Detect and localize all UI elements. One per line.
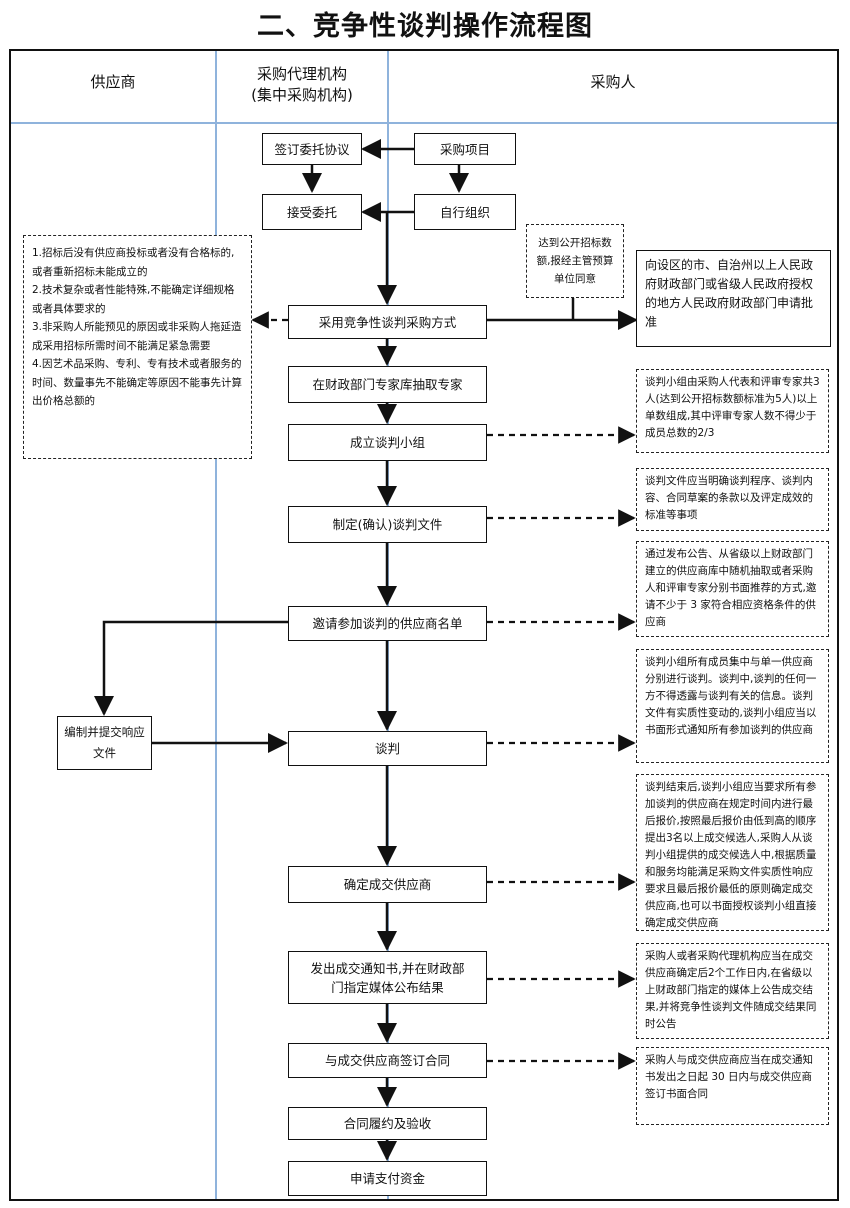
box-apply-payment: 申请支付资金 [288,1161,487,1196]
box-sign-contract: 与成交供应商签订合同 [288,1043,487,1078]
note-conditions: 1.招标后没有供应商投标或者没有合格标的,或者重新招标未能成立的 2.技术复杂或… [23,235,252,459]
note-negotiation-rule: 谈判小组所有成员集中与单一供应商分别进行谈判。谈判中,谈判的任何一方不得透露与谈… [636,649,829,763]
box-extract-experts: 在财政部门专家库抽取专家 [288,366,487,403]
note-doc-content: 谈判文件应当明确谈判程序、谈判内容、合同草案的条款以及评定成效的标准等事项 [636,468,829,531]
box-negotiate: 谈判 [288,731,487,766]
box-adopt-method: 采用竞争性谈判采购方式 [288,305,487,339]
box-self-organize: 自行组织 [414,194,516,230]
lane-header-agency-line1: 采购代理机构 [256,65,347,83]
lane-header-agency-line2: (集中采购机构) [251,86,353,104]
lane-header-supplier: 供应商 [90,73,136,91]
note-contract-deadline: 采购人与成交供应商应当在成交通知书发出之日起 30 日内与成交供应商签订书面合同 [636,1047,829,1125]
box-sign-agreement: 签订委托协议 [262,133,362,165]
note-approval: 向设区的市、自治州以上人民政府财政部门或省级人民政府授权的地方人民政府财政部门申… [636,250,831,347]
lane-divider-1 [215,51,217,1199]
diagram-frame [9,49,839,1201]
note-team-composition: 谈判小组由采购人代表和评审专家共3人(达到公开招标数额标准为5人)以上单数组成,… [636,369,829,453]
box-invite-list: 邀请参加谈判的供应商名单 [288,606,487,641]
note-supplier-selection: 通过发布公告、从省级以上财政部门建立的供应商库中随机抽取或者采购人和评审专家分别… [636,541,829,637]
box-perform-contract: 合同履约及验收 [288,1107,487,1140]
box-prepare-response: 编制并提交响应文件 [57,716,152,770]
page-title: 二、竞争性谈判操作流程图 [257,11,593,42]
header-divider [11,122,837,124]
box-confirm-supplier: 确定成交供应商 [288,866,487,903]
box-issue-notice-line1: 发出成交通知书,并在财政部 [310,960,465,976]
box-form-team: 成立谈判小组 [288,424,487,461]
note-threshold: 达到公开招标数额,报经主管预算单位同意 [526,224,624,298]
box-issue-notice: 发出成交通知书,并在财政部 门指定媒体公布结果 [288,951,487,1004]
note-condition-3: 3.非采购人所能预见的原因或非采购人拖延造成采用招标所需时间不能满足紧急需要 [32,321,242,352]
box-issue-notice-line2: 门指定媒体公布结果 [331,979,444,995]
note-condition-4: 4.因艺术品采购、专利、专有技术或者服务的时间、数量事先不能确定等原因不能事先计… [32,358,242,407]
note-condition-1: 1.招标后没有供应商投标或者没有合格标的,或者重新招标未能成立的 [32,247,235,278]
lane-header-agency: 采购代理机构 (集中采购机构) [217,64,387,106]
note-condition-2: 2.技术复杂或者性能特殊,不能确定详细规格或者具体要求的 [32,284,235,315]
box-procurement-project: 采购项目 [414,133,516,165]
note-announce: 采购人或者采购代理机构应当在成交供应商确定后2个工作日内,在省级以上财政部门指定… [636,943,829,1039]
box-make-docs: 制定(确认)谈判文件 [288,506,487,543]
box-accept-entrust: 接受委托 [262,194,362,230]
lane-header-purchaser: 采购人 [590,73,636,91]
note-final-quote: 谈判结束后,谈判小组应当要求所有参加谈判的供应商在规定时间内进行最后报价,按照最… [636,774,829,931]
